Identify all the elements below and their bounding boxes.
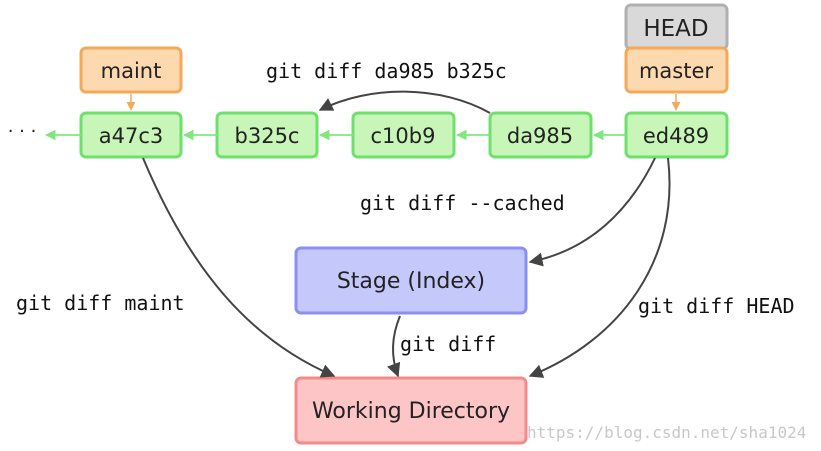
working-directory-box: Working Directory	[294, 376, 528, 445]
head-ref: HEAD	[624, 3, 729, 51]
commit-c10b9-label: c10b9	[371, 124, 436, 148]
master-ref: master	[624, 46, 729, 94]
commit-ed489-label: ed489	[643, 124, 709, 148]
diff-cached-arrow	[528, 157, 656, 267]
commit-ed489: ed489	[624, 111, 729, 159]
commit-c10b9: c10b9	[351, 111, 456, 159]
commit-b325c: b325c	[215, 111, 319, 159]
stage-index-label: Stage (Index)	[337, 269, 485, 294]
maint-label: maint	[101, 59, 162, 83]
commit-b325c-label: b325c	[235, 124, 300, 148]
cmd-diff-maint: git diff maint	[16, 291, 185, 315]
watermark-url: https://blog.csdn.net/sha1024	[527, 423, 806, 442]
diff-working-arrow	[387, 315, 401, 378]
diff-head-arrow	[528, 157, 671, 378]
diff-commits-arrow	[318, 90, 491, 114]
commit-da985-label: da985	[507, 124, 573, 148]
maint-ref: maint	[79, 46, 183, 94]
cmd-diff-commits: git diff da985 b325c	[266, 59, 507, 83]
commit-da985: da985	[488, 111, 593, 159]
head-label: HEAD	[643, 16, 708, 42]
diff-maint-arrow	[142, 157, 336, 378]
commit-a47c3: a47c3	[79, 111, 183, 159]
cmd-diff-cached: git diff --cached	[360, 191, 565, 215]
master-label: master	[639, 59, 713, 83]
working-directory-label: Working Directory	[312, 399, 510, 424]
cmd-diff: git diff	[400, 332, 496, 356]
history-ellipsis: · · ·	[8, 121, 37, 142]
cmd-diff-head: git diff HEAD	[638, 294, 795, 318]
stage-index-box: Stage (Index)	[294, 246, 528, 315]
commit-a47c3-label: a47c3	[99, 124, 164, 148]
